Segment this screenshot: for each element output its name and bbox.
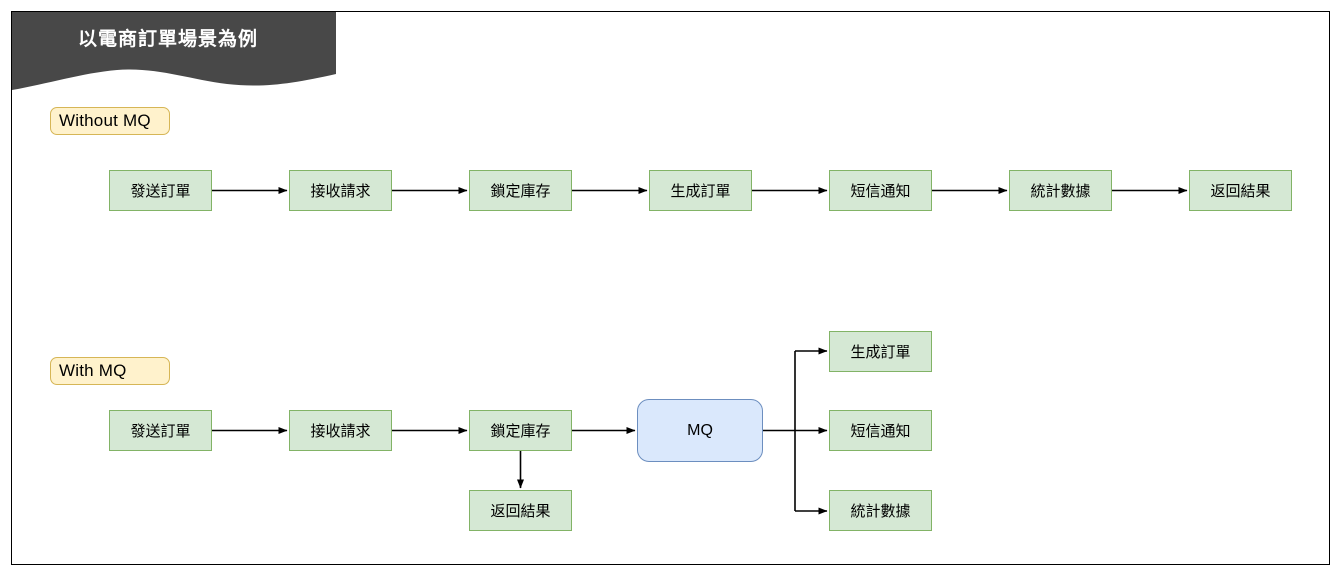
page-frame	[11, 11, 1330, 565]
header-banner: 以電商訂單場景為例	[12, 12, 336, 92]
node-sms-notify-row2[interactable]: 短信通知	[829, 410, 932, 451]
node-statistics-row2[interactable]: 統計數據	[829, 490, 932, 531]
node-lock-inventory-row1[interactable]: 鎖定庫存	[469, 170, 572, 211]
section-tag-without-mq: Without MQ	[50, 107, 170, 135]
node-create-order-row2[interactable]: 生成訂單	[829, 331, 932, 372]
node-mq[interactable]: MQ	[637, 399, 763, 462]
node-receive-request-row1[interactable]: 接收請求	[289, 170, 392, 211]
node-lock-inventory-row2[interactable]: 鎖定庫存	[469, 410, 572, 451]
banner-wave-path	[12, 12, 336, 90]
node-create-order-row1[interactable]: 生成訂單	[649, 170, 752, 211]
node-statistics-row1[interactable]: 統計數據	[1009, 170, 1112, 211]
node-return-result-row2[interactable]: 返回結果	[469, 490, 572, 531]
node-send-order-row2[interactable]: 發送訂單	[109, 410, 212, 451]
node-receive-request-row2[interactable]: 接收請求	[289, 410, 392, 451]
node-sms-notify-row1[interactable]: 短信通知	[829, 170, 932, 211]
section-tag-with-mq: With MQ	[50, 357, 170, 385]
node-return-result-row1[interactable]: 返回結果	[1189, 170, 1292, 211]
node-send-order-row1[interactable]: 發送訂單	[109, 170, 212, 211]
banner-shape	[12, 12, 336, 90]
